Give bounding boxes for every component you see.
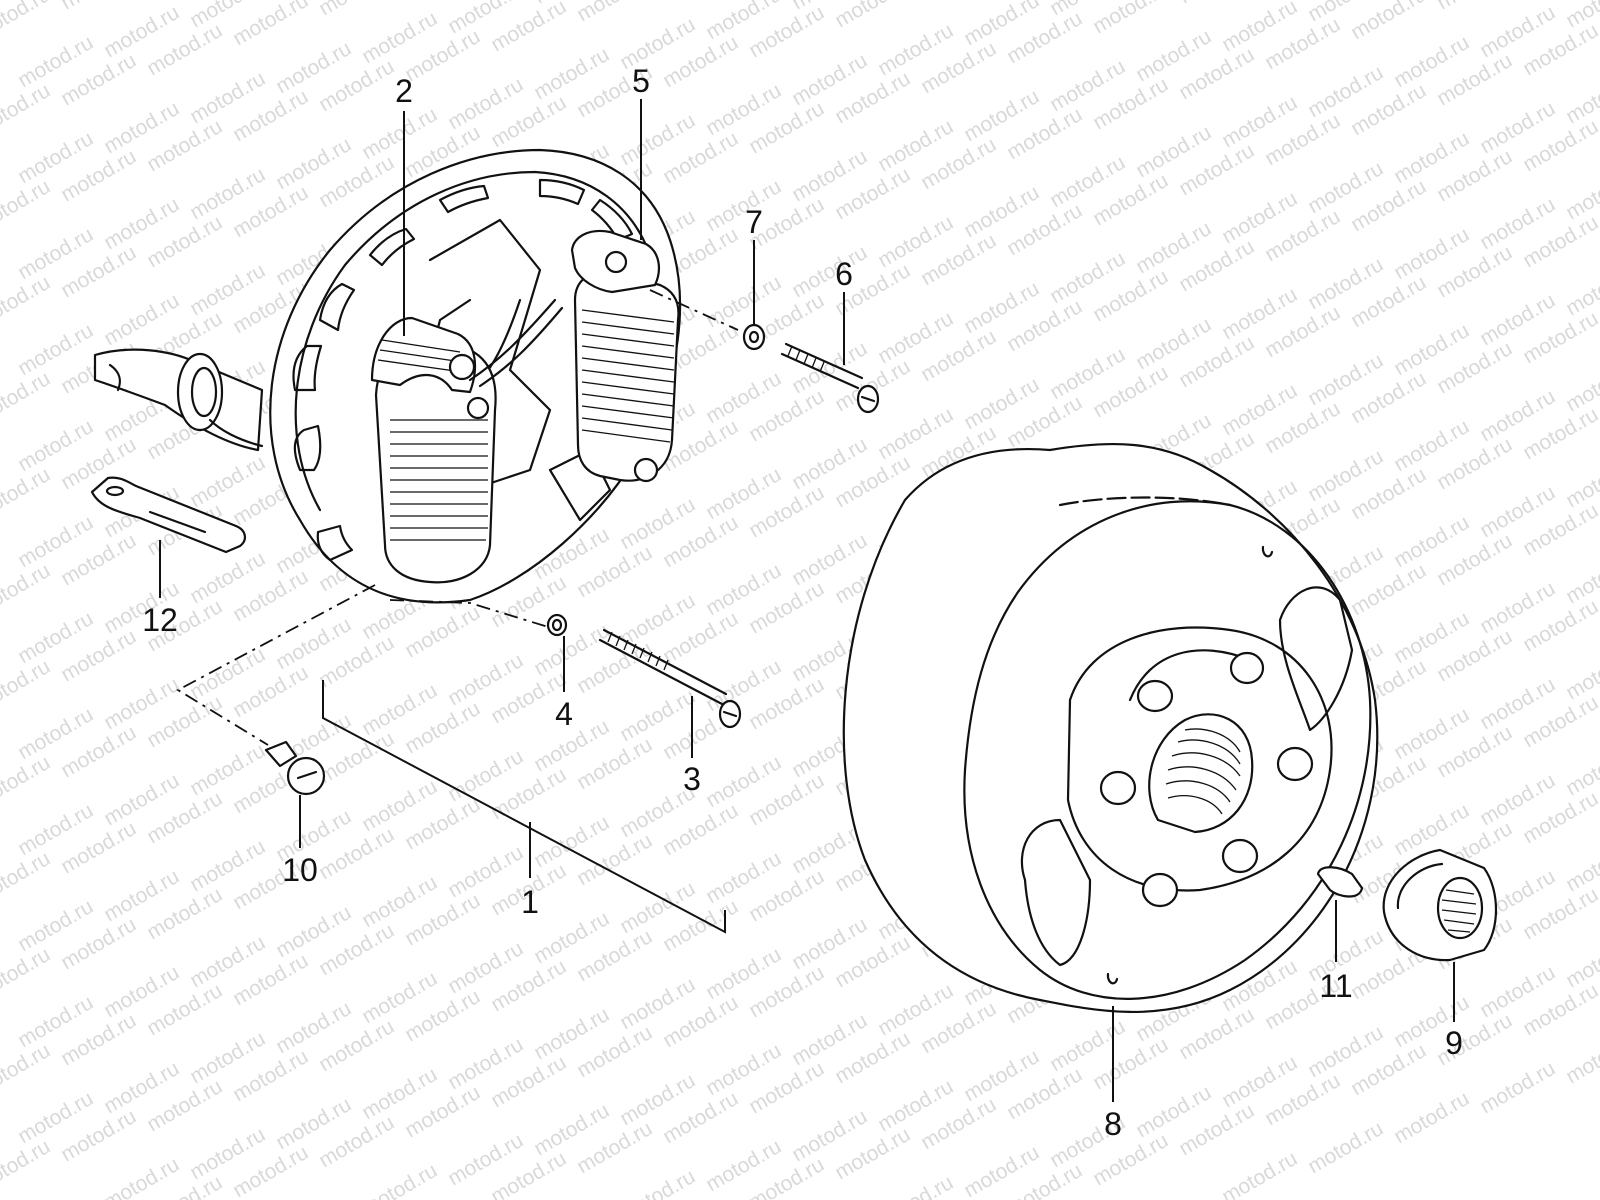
watermark-text: motod.ru — [616, 1165, 699, 1200]
watermark-text: motod.ru — [1562, 931, 1600, 992]
callout-4: 4 — [555, 696, 573, 732]
watermark-text: motod.ru — [831, 0, 914, 32]
watermark-text: motod.ru — [917, 0, 1000, 2]
watermark-text: motod.ru — [874, 1171, 957, 1200]
coil-washer-drawing — [546, 613, 568, 637]
watermark-text: motod.ru — [0, 655, 54, 716]
watermark-text: motod.ru — [1433, 0, 1516, 14]
watermark-text: motod.ru — [0, 1135, 54, 1196]
watermark-text: motod.ru — [1562, 67, 1600, 128]
callout-7: 7 — [745, 204, 763, 240]
watermark-text: motod.ru — [0, 847, 54, 908]
stator-plate-screw-drawing — [264, 740, 326, 796]
watermark-text: motod.ru — [0, 559, 54, 620]
watermark-text: motod.ru — [1562, 835, 1600, 896]
assembly-lines — [176, 289, 739, 746]
leader-lines — [159, 99, 1455, 1102]
coil-screw-drawing — [598, 628, 742, 729]
watermark-text: motod.ru — [229, 0, 312, 50]
watermark-text: motod.ru — [1562, 259, 1600, 320]
rotor-nut-drawing — [1382, 848, 1498, 962]
callout-1: 1 — [521, 884, 539, 920]
callout-11: 11 — [1319, 968, 1352, 1004]
watermark-text: motod.ru — [1390, 1087, 1473, 1148]
callout-8: 8 — [1104, 1106, 1122, 1142]
watermark-text: motod.ru — [315, 0, 398, 20]
watermark-text: motod.ru — [1562, 451, 1600, 512]
watermark-text: motod.ru — [0, 271, 54, 332]
watermark-text: motod.ru — [1562, 643, 1600, 704]
flywheel-rotor-drawing — [842, 442, 1379, 1014]
watermark-text: motod.ru — [57, 0, 140, 14]
watermark-text: motod.ru — [573, 0, 656, 26]
watermark-text: motod.ru — [1175, 0, 1258, 8]
watermark-text: motod.ru — [358, 1159, 441, 1200]
watermark-text: motod.ru — [0, 175, 54, 236]
watermark-text: motod.ru — [0, 79, 54, 140]
watermark-text: motod.ru — [1347, 0, 1430, 44]
watermark-text: motod.ru — [0, 943, 54, 1004]
watermark-text: motod.ru — [1562, 163, 1600, 224]
watermark-text: motod.ru — [1562, 739, 1600, 800]
callout-10: 10 — [282, 852, 318, 888]
watermark-text: motod.ru — [1089, 0, 1172, 38]
callout-3: 3 — [683, 761, 701, 797]
callout-5: 5 — [632, 63, 650, 99]
watermark-text: motod.ru — [0, 751, 54, 812]
watermark-text: motod.ru — [1562, 1027, 1600, 1088]
watermark-text: motod.ru — [0, 0, 54, 44]
watermark-text: motod.ru — [1218, 1147, 1301, 1200]
watermark-text: motod.ru — [100, 1153, 183, 1200]
callout-12: 12 — [142, 602, 178, 638]
watermark-text: motod.ru — [1304, 1117, 1387, 1178]
watermark-text: motod.ru — [0, 463, 54, 524]
watermark-text: motod.ru — [0, 367, 54, 428]
charging-coil-washer-drawing — [742, 323, 766, 351]
callout-labels: 1 2 3 4 5 6 7 8 9 10 11 12 — [142, 63, 1463, 1142]
woodruff-key-drawing — [1316, 866, 1364, 898]
watermark-text: motod.ru — [1562, 355, 1600, 416]
stator-plate-drawing — [90, 148, 682, 604]
callout-2: 2 — [395, 73, 413, 109]
watermark-text: motod.ru — [1476, 1057, 1559, 1118]
watermark-text: motod.ru — [1562, 547, 1600, 608]
callout-9: 9 — [1445, 1025, 1463, 1061]
charging-coil-screw-drawing — [780, 342, 880, 414]
watermark-text: motod.ru — [0, 1039, 54, 1100]
callout-6: 6 — [835, 256, 853, 292]
